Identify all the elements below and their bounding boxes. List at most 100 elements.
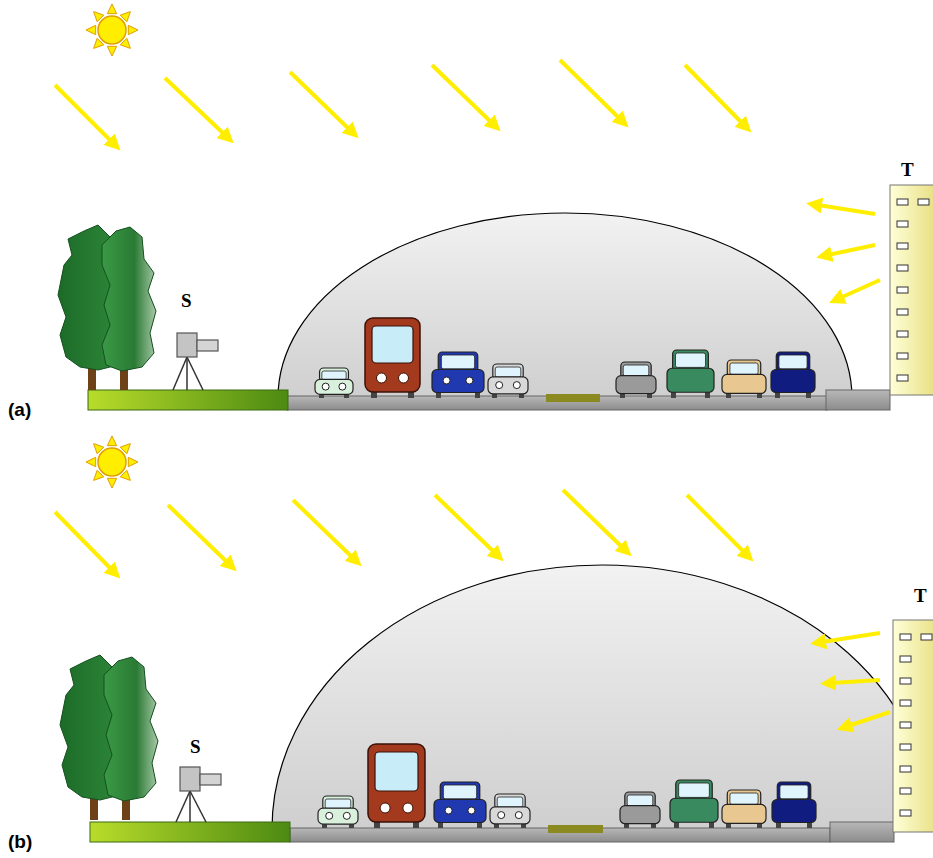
bus: [365, 318, 420, 398]
window: [900, 634, 911, 640]
car: [490, 794, 530, 828]
reflected-arrow: [848, 712, 890, 726]
car: [434, 782, 486, 828]
headlight: [326, 812, 333, 819]
building: [893, 620, 933, 832]
tripod-leg: [186, 357, 188, 390]
sun-disc: [98, 448, 126, 476]
window: [900, 744, 911, 750]
window: [897, 331, 908, 337]
car-body: [620, 806, 660, 824]
reflected-arrow: [828, 245, 875, 255]
pavement: [830, 822, 894, 842]
median: [548, 825, 603, 833]
windshield: [322, 371, 346, 380]
panel-label: (b): [8, 832, 32, 851]
car-body: [722, 804, 766, 823]
windshield: [780, 785, 808, 799]
window: [897, 243, 908, 249]
reflected-arrow: [840, 280, 880, 298]
headlight: [380, 803, 390, 813]
windshield: [623, 365, 649, 376]
tree-crown: [104, 657, 158, 801]
headlight: [399, 373, 409, 383]
trees: [58, 225, 156, 390]
car: [620, 792, 660, 828]
sun-ray: [107, 478, 116, 488]
windshield: [627, 795, 653, 806]
window: [897, 309, 908, 315]
grass: [88, 390, 288, 410]
sunlight-arrow: [432, 65, 492, 123]
car-body: [434, 799, 486, 822]
camera: [173, 333, 218, 390]
tree-crown: [102, 227, 156, 371]
windshield: [730, 793, 758, 804]
headlight: [343, 812, 350, 819]
headlight: [403, 803, 413, 813]
car-body: [616, 376, 656, 394]
car: [616, 362, 656, 398]
windshield: [779, 355, 807, 369]
windshield: [443, 785, 476, 799]
headlight: [513, 382, 520, 389]
window: [900, 788, 911, 794]
windshield: [325, 799, 351, 809]
pollution-dome: [272, 565, 932, 829]
sunlight-arrow: [168, 505, 228, 563]
sun-ray: [128, 457, 138, 466]
window: [897, 199, 908, 205]
headlight: [445, 807, 452, 814]
car-body: [488, 377, 528, 394]
grass: [90, 822, 290, 842]
headlight: [377, 373, 387, 383]
window: [921, 634, 932, 640]
sun: [86, 436, 138, 488]
headlight: [468, 807, 475, 814]
tripod-leg: [173, 357, 187, 390]
car: [771, 352, 815, 398]
car: [318, 796, 358, 828]
sunlight-arrow: [560, 60, 620, 119]
camera-body: [180, 767, 200, 791]
sunlight-arrow: [293, 500, 353, 558]
headlight: [466, 377, 473, 384]
headlight: [515, 812, 522, 819]
camera-label: S: [190, 737, 201, 756]
windshield: [675, 353, 705, 367]
camera-label: S: [181, 291, 192, 310]
sun: [86, 4, 138, 56]
window: [897, 353, 908, 359]
headlight: [339, 383, 346, 390]
sunlight-arrow: [55, 512, 112, 570]
tripod-leg: [176, 791, 190, 822]
bus-window: [375, 752, 418, 791]
window: [897, 221, 908, 227]
sunlight-arrow: [685, 65, 743, 124]
sun-ray: [86, 25, 96, 34]
car: [722, 360, 766, 398]
tripod-leg: [187, 357, 203, 390]
sunlight-arrow: [290, 72, 350, 130]
sun-ray: [107, 4, 116, 14]
car: [772, 782, 816, 828]
camera: [176, 767, 221, 822]
car-body: [490, 807, 530, 824]
window: [897, 287, 908, 293]
windshield: [495, 367, 521, 377]
windshield: [679, 783, 710, 797]
trees: [60, 655, 158, 820]
car-body: [771, 369, 815, 392]
headlight: [498, 812, 505, 819]
camera-lens: [200, 774, 221, 785]
car-body: [315, 379, 353, 394]
building-label: T: [914, 586, 927, 605]
window: [900, 700, 911, 706]
sunlight-arrow: [55, 85, 112, 142]
panel-label: (a): [8, 400, 31, 419]
pollution-dome: [278, 213, 852, 398]
sunlight-arrow: [563, 490, 623, 548]
sun-disc: [98, 16, 126, 44]
